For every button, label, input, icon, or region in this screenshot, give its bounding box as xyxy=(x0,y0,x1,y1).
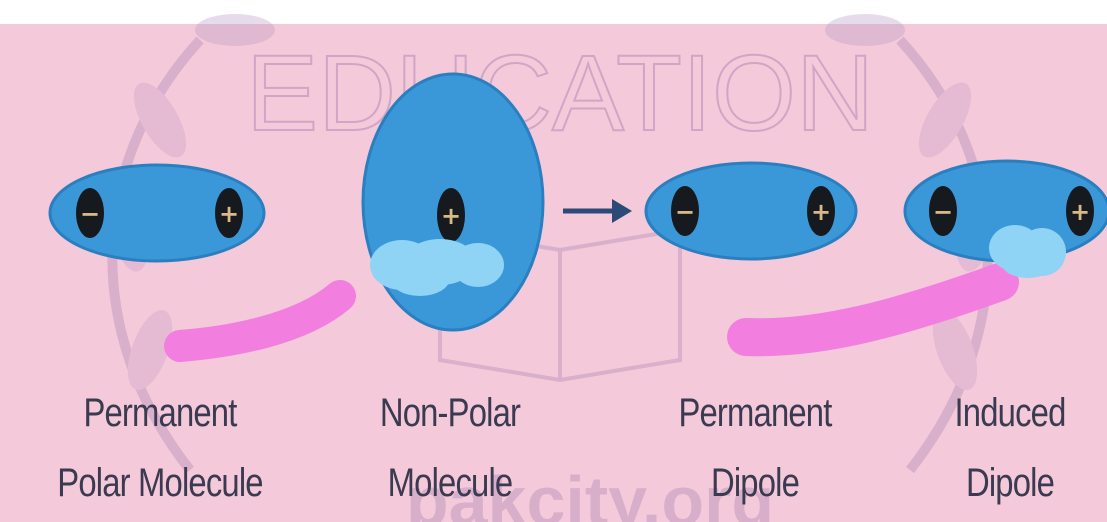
molecule-permanent-dipole: − + xyxy=(646,163,856,259)
molecule-non-polar: + xyxy=(363,74,543,330)
negative-sign: − xyxy=(675,198,695,226)
caption-non-polar-molecule: Non-Polar Molecule xyxy=(360,378,540,518)
caption-line-1: Induced xyxy=(936,378,1084,448)
caption-line-2: Dipole xyxy=(661,448,850,518)
molecule-permanent-polar: − + xyxy=(50,165,264,261)
positive-sign: + xyxy=(219,200,239,228)
positive-sign: + xyxy=(811,198,831,226)
caption-line-2: Polar Molecule xyxy=(41,448,279,518)
caption-permanent-polar-molecule: Permanent Polar Molecule xyxy=(41,378,279,518)
caption-line-2: Molecule xyxy=(360,448,540,518)
caption-permanent-dipole: Permanent Dipole xyxy=(661,378,850,518)
negative-sign: − xyxy=(933,198,953,226)
caption-line-2: Dipole xyxy=(936,448,1084,518)
caption-line-1: Permanent xyxy=(661,378,850,448)
positive-sign: + xyxy=(1070,198,1090,226)
watermark-word: EDUCATION xyxy=(246,32,874,153)
caption-line-1: Non-Polar xyxy=(360,378,540,448)
negative-sign: − xyxy=(80,200,100,228)
caption-line-1: Permanent xyxy=(41,378,279,448)
positive-sign: + xyxy=(441,202,461,230)
caption-induced-dipole: Induced Dipole xyxy=(936,378,1084,518)
